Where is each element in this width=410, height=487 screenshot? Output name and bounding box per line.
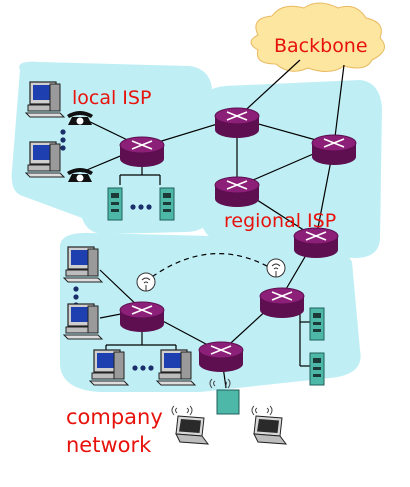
server-icon — [309, 307, 325, 341]
wireless-waves-icon — [171, 405, 193, 416]
ellipsis-dots — [132, 365, 154, 371]
wireless-antenna-icon — [266, 258, 286, 278]
router-icon — [311, 134, 357, 166]
company-network-label-line2: network — [66, 433, 152, 457]
regional-isp-label: regional ISP — [224, 210, 336, 232]
access-point-icon — [216, 389, 240, 415]
backbone-cloud-icon — [250, 2, 385, 72]
wireless-waves-icon — [251, 405, 273, 416]
router-icon — [119, 136, 165, 168]
server-icon — [309, 352, 325, 386]
server-icon — [107, 187, 123, 221]
router-icon — [214, 107, 260, 139]
laptop-icon — [253, 415, 287, 445]
ellipsis-dots — [130, 204, 152, 210]
wireless-antenna-icon — [136, 272, 156, 292]
local-isp-label: local ISP — [72, 87, 151, 109]
router-icon — [259, 287, 305, 319]
company-network-label-line1: company — [66, 405, 163, 429]
router-icon — [293, 227, 339, 259]
router-icon — [198, 341, 244, 373]
router-icon — [119, 301, 165, 333]
ellipsis-dots — [60, 129, 66, 151]
laptop-icon — [175, 415, 209, 445]
backbone-label: Backbone — [274, 35, 368, 57]
company-network-region — [60, 232, 361, 392]
server-icon — [159, 187, 175, 221]
router-icon — [214, 176, 260, 208]
